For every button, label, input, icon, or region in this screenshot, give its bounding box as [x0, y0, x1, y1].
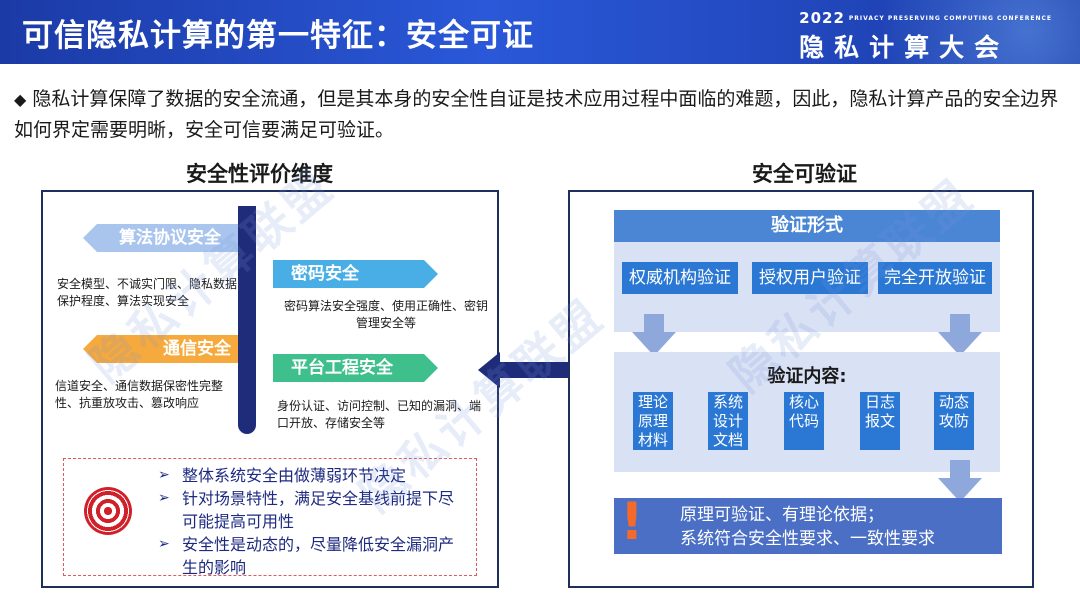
intro-paragraph: ◆隐私计算保障了数据的安全流通，但是其本身的安全性自证是技术应用过程中面临的难题…	[14, 84, 1070, 146]
conference-name-cn: 隐私计算大会	[799, 33, 1010, 62]
ribbon-cryptography: 密码安全	[273, 260, 438, 288]
method-authority: 权威机构验证	[622, 262, 738, 294]
down-arrow-icon	[632, 314, 676, 356]
desc-algorithm-protocol: 安全模型、不诚实门限、隐私数据保护程度、算法实现安全	[57, 277, 238, 308]
ribbon-algorithm-protocol: 算法协议安全	[83, 224, 238, 252]
principles-list: 整体系统安全由做薄弱环节决定 针对场景特性，满足安全基线前提下尽可能提高可用性 …	[158, 464, 458, 579]
slide-title: 可信隐私计算的第一特征：安全可证	[22, 18, 534, 54]
ribbon-communication: 通信安全	[83, 335, 238, 363]
center-pillar	[238, 206, 256, 434]
right-section-title: 安全可验证	[752, 162, 857, 186]
content-core-code: 核心代码	[784, 392, 824, 450]
method-authorized-user: 授权用户验证	[752, 262, 868, 294]
down-arrow-icon	[938, 460, 982, 502]
content-dynamic-attack-defense: 动态攻防	[934, 392, 974, 450]
double-arrow-icon	[478, 352, 596, 388]
verify-form-header: 验证形式	[614, 210, 1000, 242]
list-item: 针对场景特性，满足安全基线前提下尽可能提高可用性	[158, 487, 458, 533]
list-item: 整体系统安全由做薄弱环节决定	[158, 464, 458, 487]
target-icon	[84, 487, 132, 535]
list-item: 安全性是动态的，尽量降低安全漏洞产生的影响	[158, 533, 458, 579]
left-section-title: 安全性评价维度	[186, 162, 333, 186]
conference-year: 2022	[799, 9, 845, 27]
conference-name-en: PRIVACY PRESERVING COMPUTING CONFERENCE	[848, 15, 1052, 22]
result-line: 原理可验证、有理论依据；	[680, 505, 884, 525]
desc-communication: 信道安全、通信数据保密性完整性、抗重放攻击、篡改响应	[55, 379, 224, 410]
content-system-design-docs: 系统设计文档	[708, 392, 748, 450]
content-theory-materials: 理论原理材料	[633, 392, 673, 450]
intro-text: 隐私计算保障了数据的安全流通，但是其本身的安全性自证是技术应用过程中面临的难题，…	[14, 88, 1059, 141]
desc-cryptography: 密码算法安全强度、使用正确性、密钥管理安全等	[283, 299, 488, 330]
result-line: 系统符合安全性要求、一致性要求	[680, 529, 935, 549]
verification-result: 原理可验证、有理论依据； 系统符合安全性要求、一致性要求	[614, 498, 1002, 554]
ribbon-platform-engineering: 平台工程安全	[273, 354, 438, 382]
principles-box: 整体系统安全由做薄弱环节决定 针对场景特性，满足安全基线前提下尽可能提高可用性 …	[63, 458, 477, 579]
down-arrow-icon	[938, 314, 982, 356]
exclamation-icon: !	[620, 492, 644, 552]
verifiability-panel: 验证形式 权威机构验证 授权用户验证 完全开放验证 验证内容: 理论原理材料 系…	[568, 190, 1034, 588]
method-fully-open: 完全开放验证	[878, 262, 992, 294]
verify-content-header: 验证内容:	[767, 366, 847, 387]
desc-platform-engineering: 身份认证、访问控制、已知的漏洞、端口开放、存储安全等	[277, 399, 482, 430]
security-evaluation-panel: 算法协议安全 安全模型、不诚实门限、隐私数据保护程度、算法实现安全 通信安全 信…	[41, 190, 499, 588]
content-log-messages: 日志报文	[860, 392, 900, 450]
diamond-bullet-icon: ◆	[14, 90, 27, 109]
